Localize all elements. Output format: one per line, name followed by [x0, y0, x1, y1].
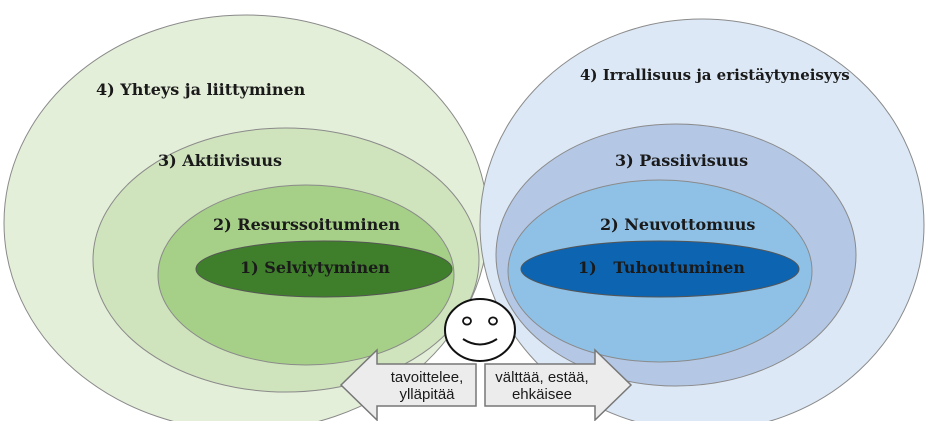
left-arrow-line2: ylläpitää: [399, 386, 455, 403]
right-level1-label: 1) Tuhoutuminen: [578, 258, 745, 277]
left-level1-label: 1) Selviytyminen: [240, 258, 390, 277]
left-level3-label: 3) Aktiivisuus: [158, 151, 282, 170]
smiley-face-icon: [444, 298, 516, 362]
left-level2-label: 2) Resurssoituminen: [213, 215, 400, 234]
left-level4-label: 4) Yhteys ja liittyminen: [96, 80, 306, 99]
left-level1-ellipse: [195, 240, 453, 298]
right-arrow-line2: ehkäisee: [512, 386, 572, 403]
right-arrow: välttää, estää, ehkäisee: [484, 348, 633, 421]
right-level2-label: 2) Neuvottomuus: [600, 215, 755, 234]
right-arrow-line1: välttää, estää,: [495, 369, 588, 386]
left-arrow: tavoittelee, ylläpitää: [339, 348, 477, 421]
left-arrow-line1: tavoittelee,: [391, 369, 464, 386]
right-level4-label: 4) Irrallisuus ja eristäytyneisyys: [580, 66, 850, 84]
right-level1-ellipse: [520, 240, 800, 298]
right-level3-label: 3) Passiivisuus: [615, 151, 748, 170]
